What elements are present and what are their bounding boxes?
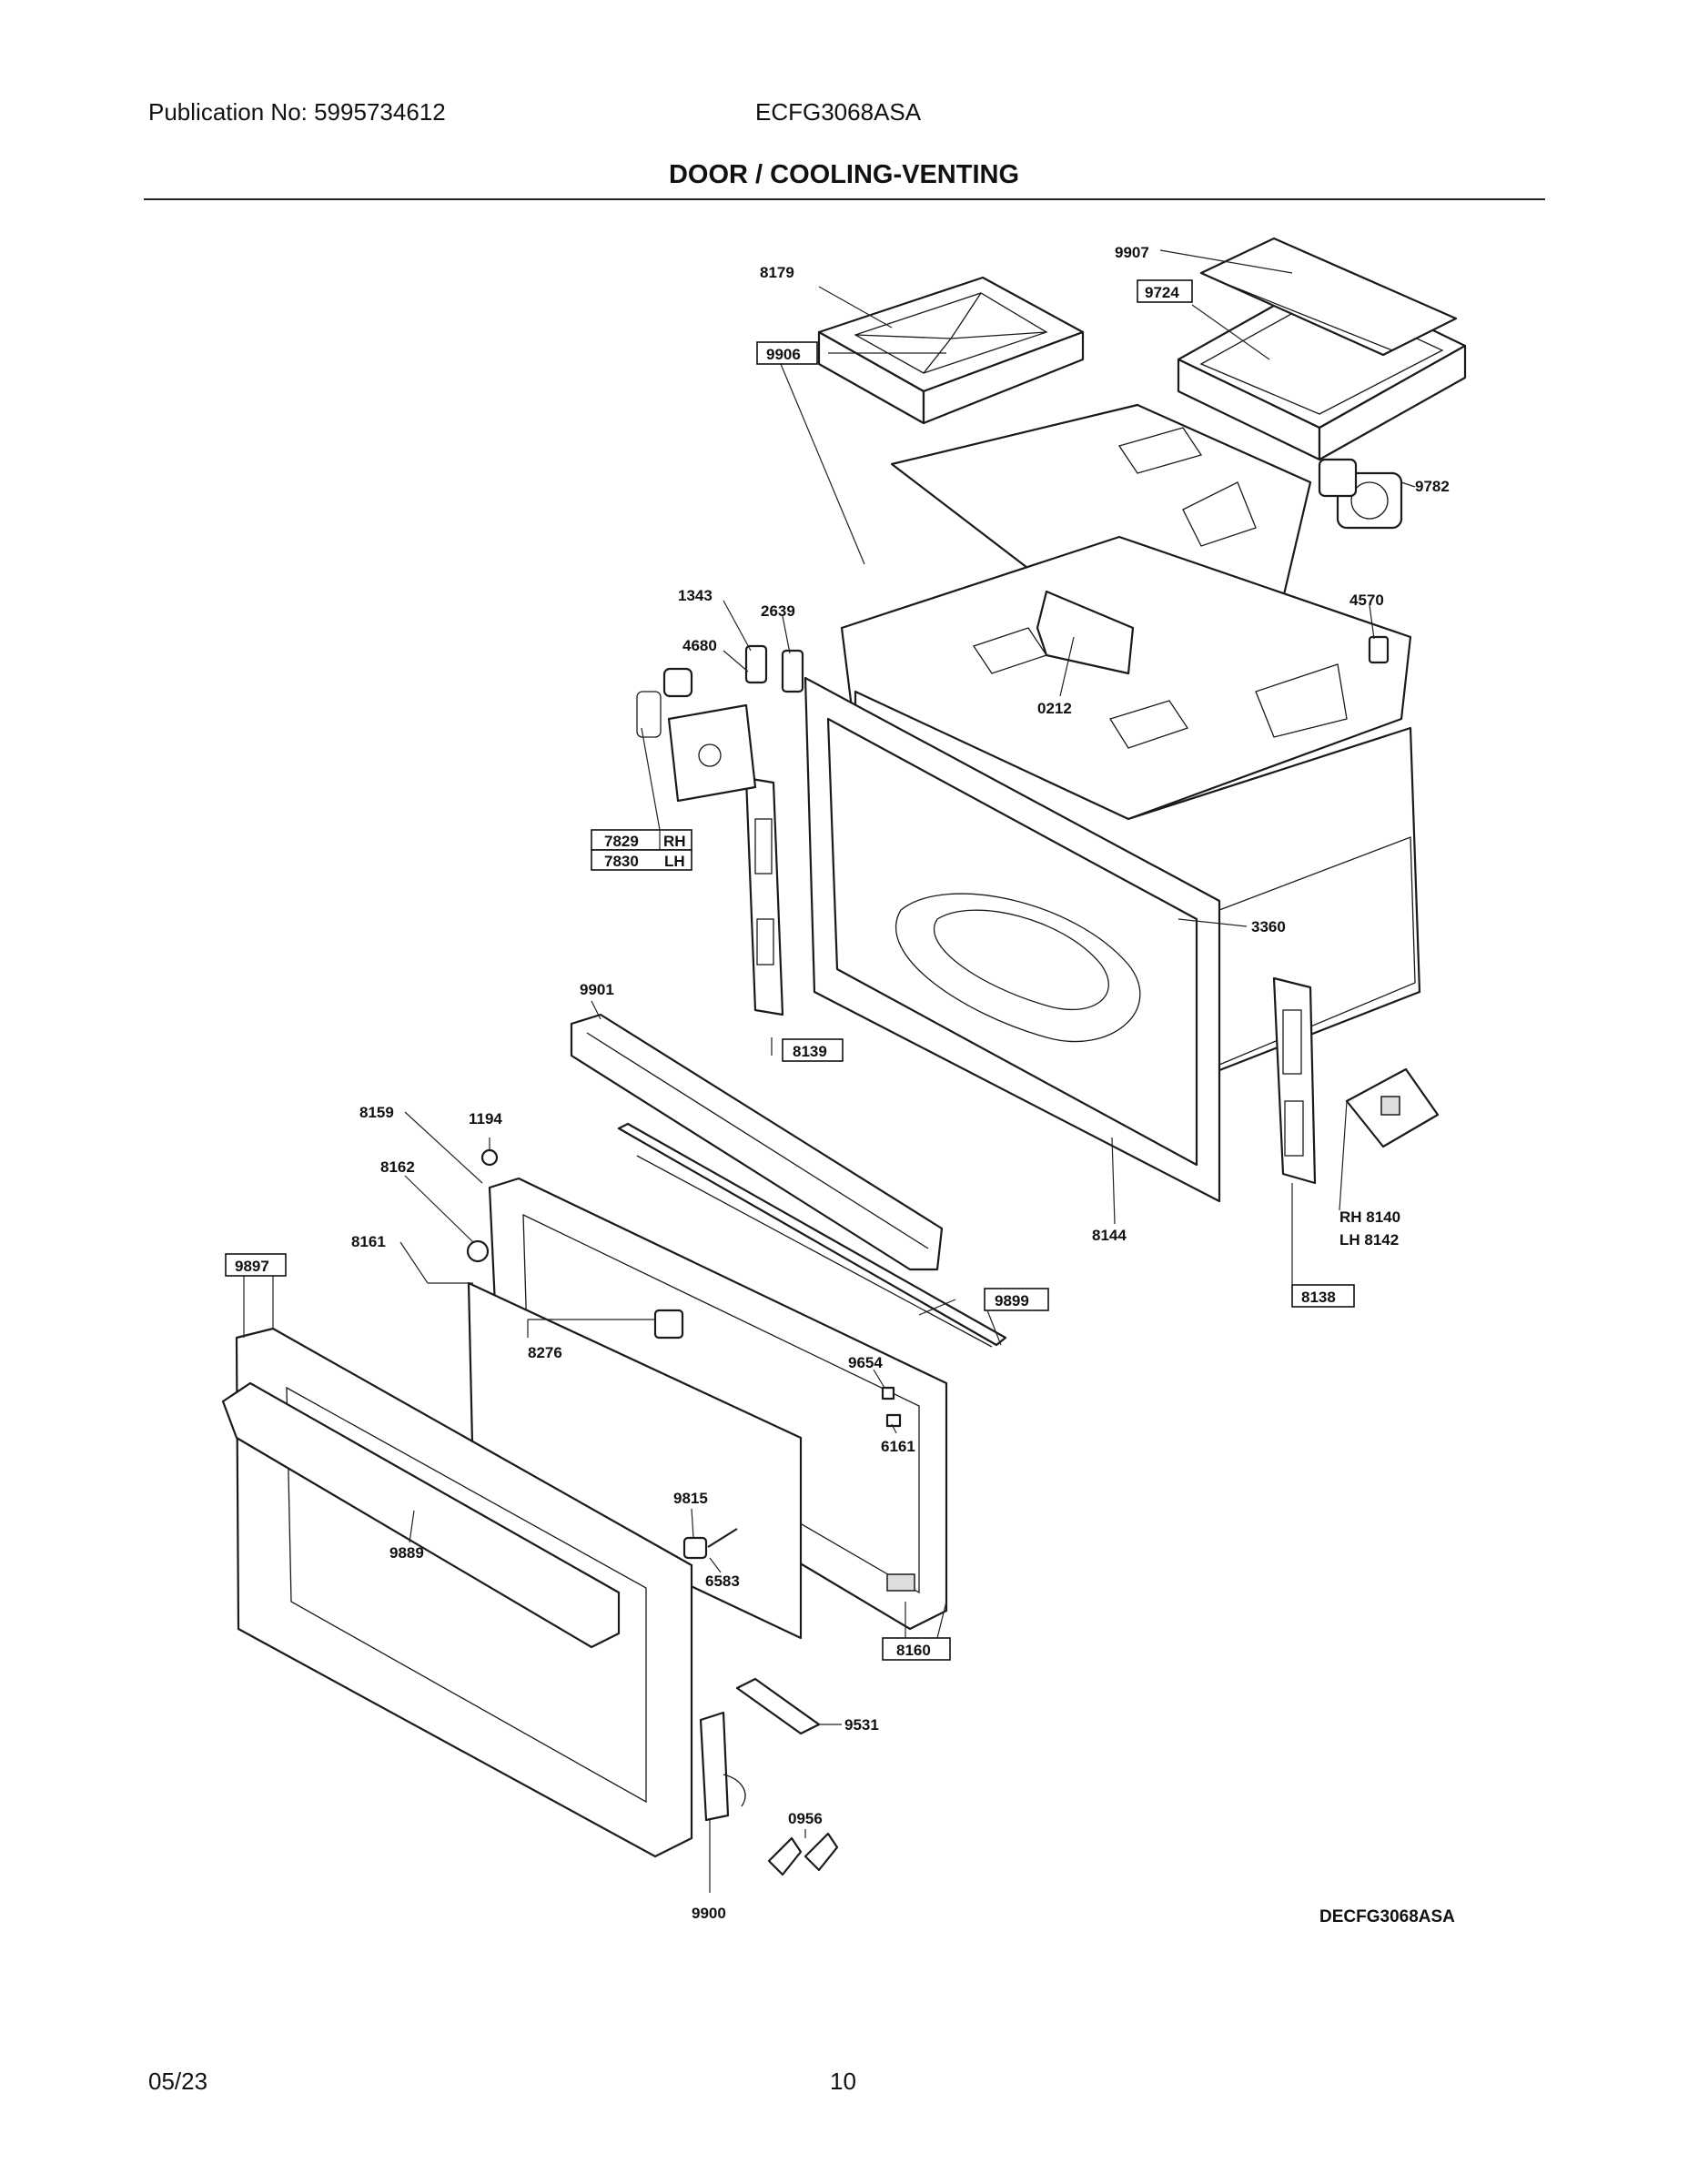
leader-lines (243, 249, 1416, 1893)
label-box-7830 (591, 849, 692, 871)
label-box-8138 (1291, 1284, 1355, 1308)
label-9901: 9901 (580, 981, 614, 998)
label-9654: 9654 (848, 1354, 883, 1371)
label-1343: 1343 (678, 587, 713, 604)
part-8144-oven-frame (804, 676, 1221, 1203)
model-number: ECFG3068ASA (755, 98, 922, 126)
part-door-handle (221, 1381, 621, 1649)
label-9889: 9889 (389, 1544, 424, 1562)
label-box-9899 (984, 1288, 1049, 1311)
label-8160: 8160 (896, 1642, 931, 1659)
part-8140-hinge-receptacle (1345, 1067, 1440, 1148)
label-4680: 4680 (682, 637, 717, 654)
label-2639: 2639 (761, 602, 795, 620)
page-title: DOOR / COOLING-VENTING (668, 160, 1020, 189)
part-6583-pin (707, 1528, 738, 1548)
part-8138-bracket-right (1272, 976, 1317, 1185)
label-6583: 6583 (705, 1572, 740, 1590)
label-8276: 8276 (528, 1344, 562, 1361)
part-0956-hinge-clips (767, 1832, 839, 1876)
label-7829-rh: RH (663, 833, 686, 850)
part-4570-clip (1368, 635, 1390, 664)
label-9897: 9897 (235, 1258, 269, 1275)
part-labels: 8179 9907 9724 9906 9782 1343 2639 4680 … (225, 244, 1450, 1922)
part-7829-door-latch (636, 667, 757, 803)
part-9815-bushing (682, 1536, 708, 1560)
page-number: 10 (830, 2068, 856, 2095)
label-8161: 8161 (351, 1233, 386, 1250)
part-9899-trim-strip (617, 1122, 1007, 1348)
label-box-8139 (782, 1038, 844, 1062)
part-8161-door-glass (467, 1281, 803, 1640)
label-9899: 9899 (995, 1292, 1029, 1309)
label-8162: 8162 (380, 1158, 415, 1176)
label-7829: 7829 (604, 833, 639, 850)
label-box-9897 (225, 1253, 287, 1277)
publication-number: Publication No: 5995734612 (148, 98, 446, 126)
label-9724: 9724 (1145, 284, 1179, 301)
label-9531: 9531 (844, 1716, 879, 1734)
label-6161: 6161 (881, 1438, 915, 1455)
part-6161-screw (885, 1413, 902, 1428)
label-8179: 8179 (760, 264, 794, 281)
label-8138: 8138 (1301, 1289, 1336, 1306)
label-8140: RH 8140 (1339, 1208, 1400, 1226)
part-9901-vent-trim (570, 1013, 944, 1271)
label-9906: 9906 (766, 346, 801, 363)
part-8139-bracket-left (744, 776, 784, 1016)
label-box-9724 (1137, 279, 1193, 303)
part-8162-bumper (466, 1239, 490, 1263)
part-1343-switch (744, 644, 768, 684)
footer-date: 05/23 (148, 2068, 208, 2095)
label-0212: 0212 (1037, 700, 1072, 717)
label-9782: 9782 (1415, 478, 1450, 495)
part-9531-tube (735, 1677, 821, 1735)
label-9907: 9907 (1115, 244, 1149, 261)
label-8159: 8159 (359, 1104, 394, 1121)
part-8276-bracket (653, 1309, 684, 1340)
part-9782-blower (1318, 458, 1403, 530)
label-box-9906 (756, 341, 818, 365)
part-9654-clip (881, 1386, 895, 1400)
label-9900: 9900 (692, 1905, 726, 1922)
label-0956: 0956 (788, 1810, 823, 1827)
label-1194: 1194 (469, 1110, 502, 1127)
label-3360: 3360 (1251, 918, 1286, 935)
drawing-code: DECFG3068ASA (1319, 1907, 1455, 1926)
title-rule (144, 198, 1545, 200)
label-8139: 8139 (793, 1043, 827, 1060)
part-8179-tray (817, 276, 1085, 425)
part-9724-vent-assembly (1177, 237, 1467, 461)
part-9900-hinge (699, 1711, 746, 1822)
label-9815: 9815 (673, 1490, 708, 1507)
part-1194-nut (480, 1148, 499, 1167)
label-7830-lh: LH (664, 853, 685, 870)
label-7830: 7830 (604, 853, 639, 870)
label-8142: LH 8142 (1339, 1231, 1399, 1249)
label-8144: 8144 (1092, 1227, 1127, 1244)
label-4570: 4570 (1349, 592, 1384, 609)
part-2639-switch (781, 649, 804, 693)
label-box-8160 (882, 1637, 951, 1661)
part-cavity-top (840, 535, 1412, 821)
